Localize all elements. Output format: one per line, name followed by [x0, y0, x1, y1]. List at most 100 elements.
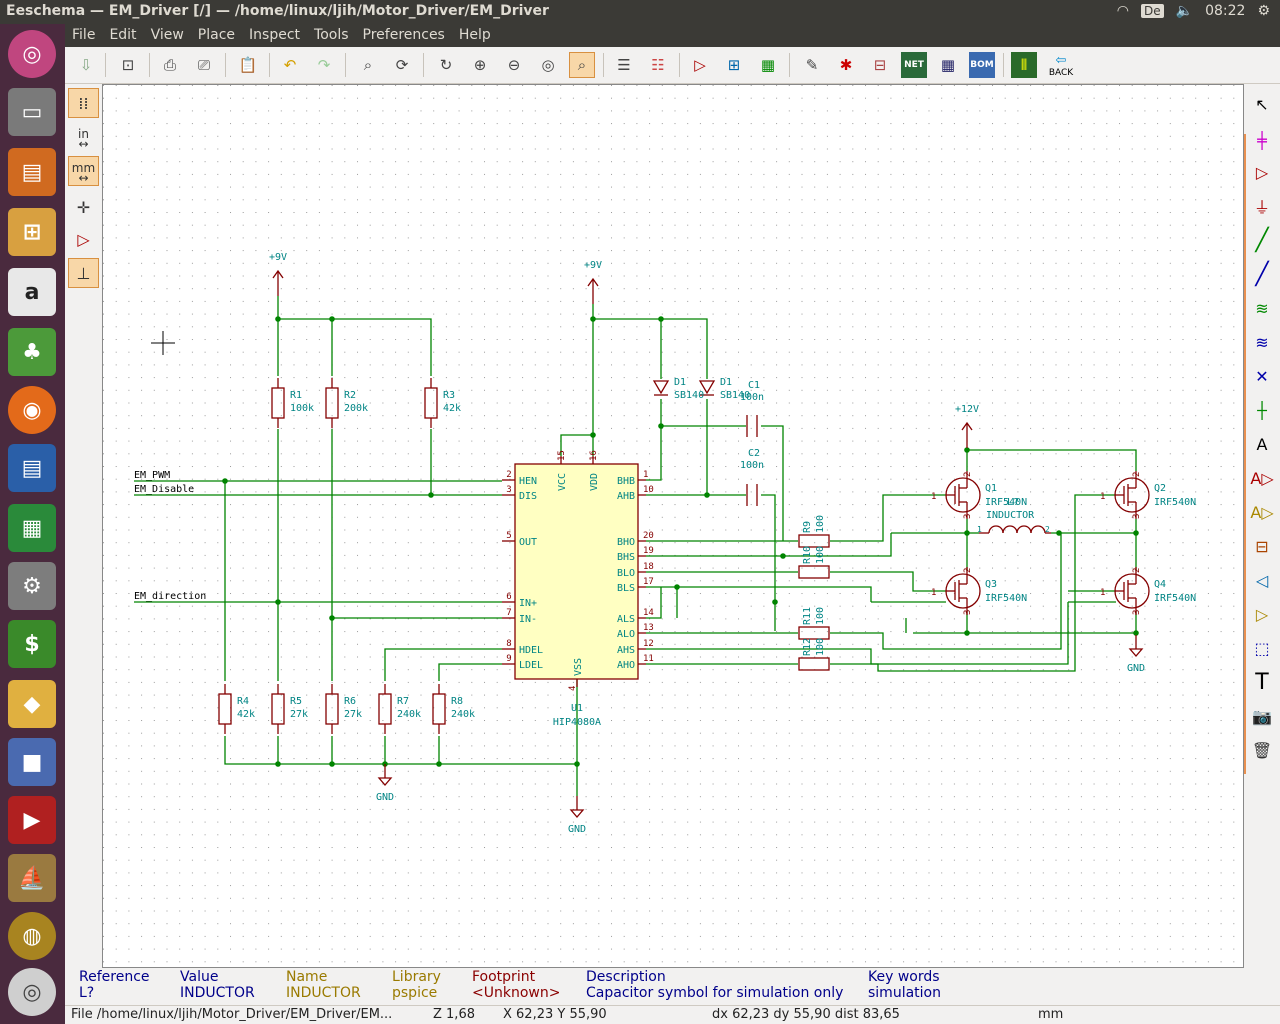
ship-game-icon[interactable]: ⛵: [8, 854, 56, 902]
junction[interactable]: [329, 761, 335, 767]
junction[interactable]: [964, 530, 970, 536]
junction[interactable]: [1133, 530, 1139, 536]
menu-edit[interactable]: Edit: [109, 27, 137, 43]
wire-bus-entry-icon[interactable]: ≋: [1255, 298, 1269, 318]
highlight-net-icon[interactable]: ╪: [1257, 130, 1267, 150]
ic-body[interactable]: [514, 463, 639, 680]
units-mm-button[interactable]: mm↔: [68, 156, 99, 186]
bom-icon[interactable]: BOM: [969, 52, 995, 78]
menu-help[interactable]: Help: [458, 27, 491, 43]
undo-icon[interactable]: ↶: [283, 56, 297, 74]
cursor-shape-icon[interactable]: ✛: [76, 197, 91, 217]
menu-file[interactable]: File: [72, 27, 96, 43]
wifi-icon[interactable]: ◠: [1116, 3, 1130, 19]
wire[interactable]: [277, 296, 432, 376]
bus-bus-entry-icon[interactable]: ≋: [1255, 332, 1269, 352]
footprint-editor-icon[interactable]: ▦: [760, 56, 776, 74]
find-icon[interactable]: ⌕: [363, 56, 373, 74]
menu-preferences[interactable]: Preferences: [362, 27, 445, 43]
place-wire-icon[interactable]: ╱: [1255, 227, 1269, 253]
menu-view[interactable]: View: [150, 27, 184, 43]
blocks-game-icon[interactable]: ■: [8, 738, 56, 786]
power-gear-icon[interactable]: ⚙: [1257, 3, 1270, 19]
wire-angle-icon[interactable]: ⊥: [68, 258, 99, 288]
save-icon[interactable]: ⇩: [79, 56, 93, 74]
junction[interactable]: [436, 761, 442, 767]
zoom-out-icon[interactable]: ⊖: [507, 56, 521, 74]
annotate-icon[interactable]: ✎: [805, 56, 819, 74]
units-inch-button[interactable]: in↔: [78, 127, 89, 151]
writer-icon[interactable]: ▤: [8, 444, 56, 492]
graphic-lines-icon[interactable]: ⬚: [1254, 638, 1270, 658]
place-junction-icon[interactable]: ┼: [1257, 400, 1267, 420]
junction[interactable]: [329, 316, 335, 322]
junction[interactable]: [590, 316, 596, 322]
impress-icon[interactable]: ▤: [8, 148, 56, 196]
wire[interactable]: [830, 494, 946, 542]
junction[interactable]: [772, 599, 778, 605]
solitaire-icon[interactable]: ♣: [8, 328, 56, 376]
hier-label-icon[interactable]: A▷: [1250, 502, 1274, 522]
leave-sheet-icon[interactable]: ☷: [651, 56, 665, 74]
global-label-icon[interactable]: A▷: [1250, 468, 1274, 488]
find-replace-icon[interactable]: ⟳: [395, 56, 409, 74]
diode-body[interactable]: [652, 380, 670, 395]
netlist-icon[interactable]: NET: [901, 52, 927, 78]
wire[interactable]: [967, 449, 1137, 471]
menu-tools[interactable]: Tools: [314, 27, 349, 43]
disc-icon[interactable]: ◎: [8, 968, 56, 1016]
wire[interactable]: [560, 434, 593, 456]
money-icon[interactable]: $: [8, 620, 56, 668]
page-settings-icon[interactable]: ⊡: [121, 56, 135, 74]
zoom-in-icon[interactable]: ⊕: [473, 56, 487, 74]
junction[interactable]: [674, 584, 680, 590]
erc-bug-icon[interactable]: ✱: [839, 56, 853, 74]
junction[interactable]: [275, 599, 281, 605]
hier-sheet-icon[interactable]: ⊟: [1255, 536, 1269, 556]
spreadsheet-icon[interactable]: ▦: [940, 56, 956, 74]
junction[interactable]: [704, 492, 710, 498]
grid-toggle-icon[interactable]: ⁞⁞: [68, 88, 99, 118]
hierarchy-navigator-icon[interactable]: ☰: [617, 56, 631, 74]
junction[interactable]: [1056, 530, 1062, 536]
junction[interactable]: [275, 316, 281, 322]
import-sheet-pin-icon[interactable]: ◁: [1255, 570, 1269, 590]
wire[interactable]: [830, 571, 946, 592]
no-connect-icon[interactable]: ✕: [1255, 366, 1269, 386]
resistor-body[interactable]: [798, 657, 830, 671]
symbol-editor-icon[interactable]: ▷: [694, 56, 706, 74]
paste-icon[interactable]: 📋: [238, 56, 258, 74]
select-arrow-icon[interactable]: ↖: [1255, 94, 1269, 114]
keyboard-layout-indicator[interactable]: De: [1141, 4, 1164, 18]
wire[interactable]: [224, 736, 577, 765]
menu-inspect[interactable]: Inspect: [249, 27, 301, 43]
zoom-selection-icon[interactable]: ⌕: [569, 52, 595, 78]
calc-icon[interactable]: ▦: [8, 504, 56, 552]
graphic-text-icon[interactable]: T: [1255, 669, 1269, 695]
wire[interactable]: [384, 648, 502, 681]
junction[interactable]: [658, 423, 664, 429]
delete-trash-icon[interactable]: 🗑: [1251, 740, 1273, 760]
settings-icon[interactable]: ⚙: [8, 562, 56, 610]
junction[interactable]: [658, 316, 664, 322]
diode-body[interactable]: [698, 380, 716, 395]
junction[interactable]: [222, 478, 228, 484]
add-image-icon[interactable]: 📷: [1252, 706, 1272, 726]
wire[interactable]: [646, 586, 872, 602]
wire[interactable]: [830, 494, 1116, 672]
amazon-icon[interactable]: a: [8, 268, 56, 316]
junction[interactable]: [590, 432, 596, 438]
resistor-body[interactable]: [798, 534, 830, 548]
trigger-game-icon[interactable]: ▶: [8, 796, 56, 844]
junction[interactable]: [428, 492, 434, 498]
junction[interactable]: [275, 761, 281, 767]
globe-game-icon[interactable]: ◍: [8, 912, 56, 960]
schematic-drawing[interactable]: +9V+9V+12VGNDGNDGNDR1100kR2200kR342kR442…: [103, 85, 1243, 967]
library-browser-icon[interactable]: ⊞: [727, 56, 741, 74]
treasure-game-icon[interactable]: ◆: [8, 680, 56, 728]
wire[interactable]: [438, 663, 502, 681]
hidden-pins-icon[interactable]: ▷: [77, 229, 90, 249]
print-icon[interactable]: ⎙: [163, 56, 176, 74]
wire[interactable]: [761, 494, 776, 631]
wire[interactable]: [966, 611, 1137, 634]
